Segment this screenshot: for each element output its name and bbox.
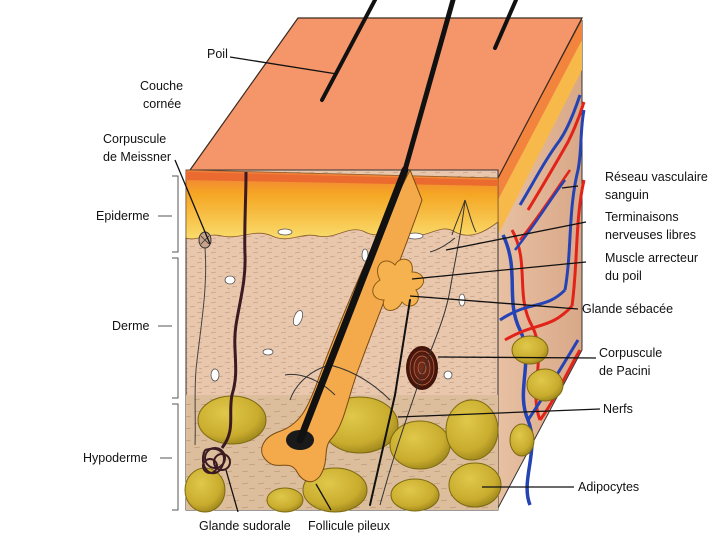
sweat-gland <box>201 171 248 475</box>
label-couche-cornee-2: cornée <box>143 97 181 111</box>
labels: Poil Couche cornée Corpuscule de Meissne… <box>83 47 708 533</box>
label-nerfs: Nerfs <box>603 402 633 416</box>
label-meissner-2: de Meissner <box>103 150 171 164</box>
label-terminaisons-2: nerveuses libres <box>605 228 696 242</box>
label-glande-sudorale: Glande sudorale <box>199 519 291 533</box>
label-adipocytes: Adipocytes <box>578 480 639 494</box>
label-meissner-1: Corpuscule <box>103 132 166 146</box>
hair-shafts <box>296 0 518 506</box>
vascular-network <box>499 94 586 506</box>
label-pacini-2: de Pacini <box>599 364 650 378</box>
pacinian-corpuscle <box>406 346 438 390</box>
label-couche-cornee-1: Couche <box>140 79 183 93</box>
sebaceous-gland <box>372 258 424 311</box>
label-epiderme: Epiderme <box>96 209 150 223</box>
leader-lines <box>174 56 601 513</box>
label-glande-sebacee: Glande sébacée <box>582 302 673 316</box>
label-poil: Poil <box>207 47 228 61</box>
label-reseau-2: sanguin <box>605 188 649 202</box>
label-hypoderme: Hypoderme <box>83 451 148 465</box>
label-terminaisons-1: Terminaisons <box>605 210 679 224</box>
nerves <box>284 199 477 506</box>
label-reseau-1: Réseau vasculaire <box>605 170 708 184</box>
label-muscle-2: du poil <box>605 269 642 283</box>
meissner-corpuscle <box>194 231 212 446</box>
layer-braces <box>158 175 179 511</box>
vessel-sections <box>210 228 466 382</box>
label-muscle-1: Muscle arrecteur <box>605 251 698 265</box>
label-derme: Derme <box>112 319 150 333</box>
label-follicule-pileux: Follicule pileux <box>308 519 391 533</box>
label-pacini-1: Corpuscule <box>599 346 662 360</box>
